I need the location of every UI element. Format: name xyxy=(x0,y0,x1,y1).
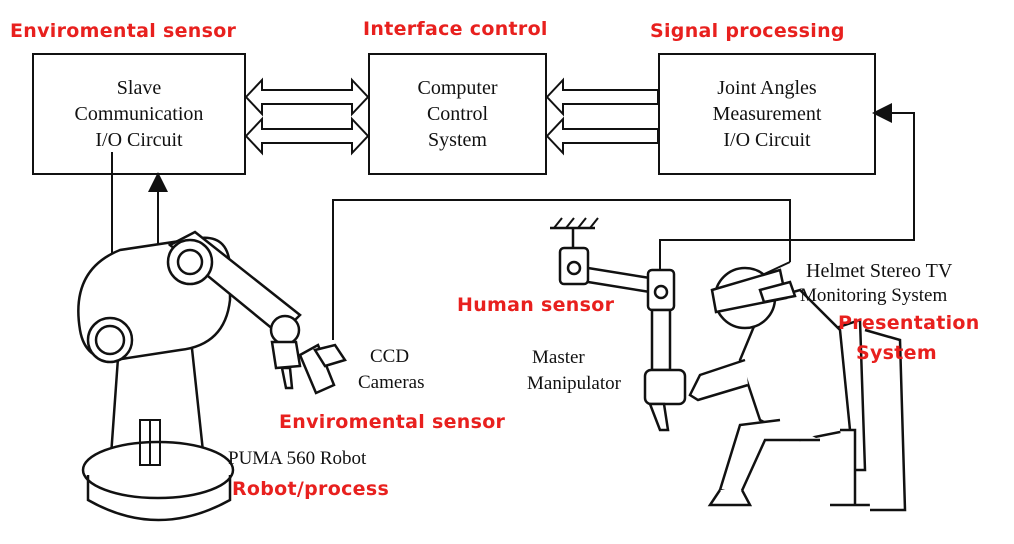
camera-cable-line xyxy=(332,199,791,340)
joint-angles-box: Joint Angles Measurement I/O Circuit xyxy=(658,53,876,175)
master-manipulator-drawing xyxy=(550,217,687,432)
slave-box-line-3: I/O Circuit xyxy=(95,129,183,151)
computer-box-line-1: Computer xyxy=(417,77,498,99)
arrow-joint-to-computer xyxy=(545,77,659,156)
slave-box-line-2: Communication xyxy=(74,103,204,125)
signal-processing-label: Signal processing xyxy=(650,20,845,42)
computer-box-line-3: System xyxy=(428,129,487,151)
joint-box-line-1: Joint Angles xyxy=(717,77,817,99)
ccd-caption-line-1: CCD xyxy=(370,346,410,367)
helmet-caption-line-2: Monitoring System xyxy=(800,285,948,306)
puma-caption: PUMA 560 Robot xyxy=(228,448,367,469)
puma-robot-drawing xyxy=(77,230,302,522)
operator-drawing xyxy=(688,266,907,512)
env-sensor-top-label: Enviromental sensor xyxy=(10,20,237,42)
ccd-caption-line-2: Cameras xyxy=(358,372,425,393)
human-sensor-label: Human sensor xyxy=(457,294,615,316)
env-sensor-bottom-label: Enviromental sensor xyxy=(279,411,506,433)
helmet-caption-line-1: Helmet Stereo TV xyxy=(806,260,953,282)
joint-box-line-2: Measurement xyxy=(712,103,822,125)
master-caption-line-1: Master xyxy=(532,347,585,368)
presentation-label-line-2: System xyxy=(856,342,937,364)
slave-communication-box: Slave Communication I/O Circuit xyxy=(32,53,246,175)
master-caption-line-2: Manipulator xyxy=(527,373,621,394)
presentation-label-line-1: Presentation xyxy=(838,312,980,334)
computer-box-line-2: Control xyxy=(426,103,489,125)
ccd-cameras-drawing xyxy=(298,343,347,395)
joint-cable-line xyxy=(659,103,915,280)
slave-box-line-1: Slave xyxy=(116,77,162,99)
computer-control-box: Computer Control System xyxy=(368,53,547,175)
joint-box-line-3: I/O Circuit xyxy=(723,129,811,151)
interface-control-label: Interface control xyxy=(363,18,548,40)
robot-process-label: Robot/process xyxy=(232,478,390,500)
double-arrow-slave-computer xyxy=(244,77,370,156)
